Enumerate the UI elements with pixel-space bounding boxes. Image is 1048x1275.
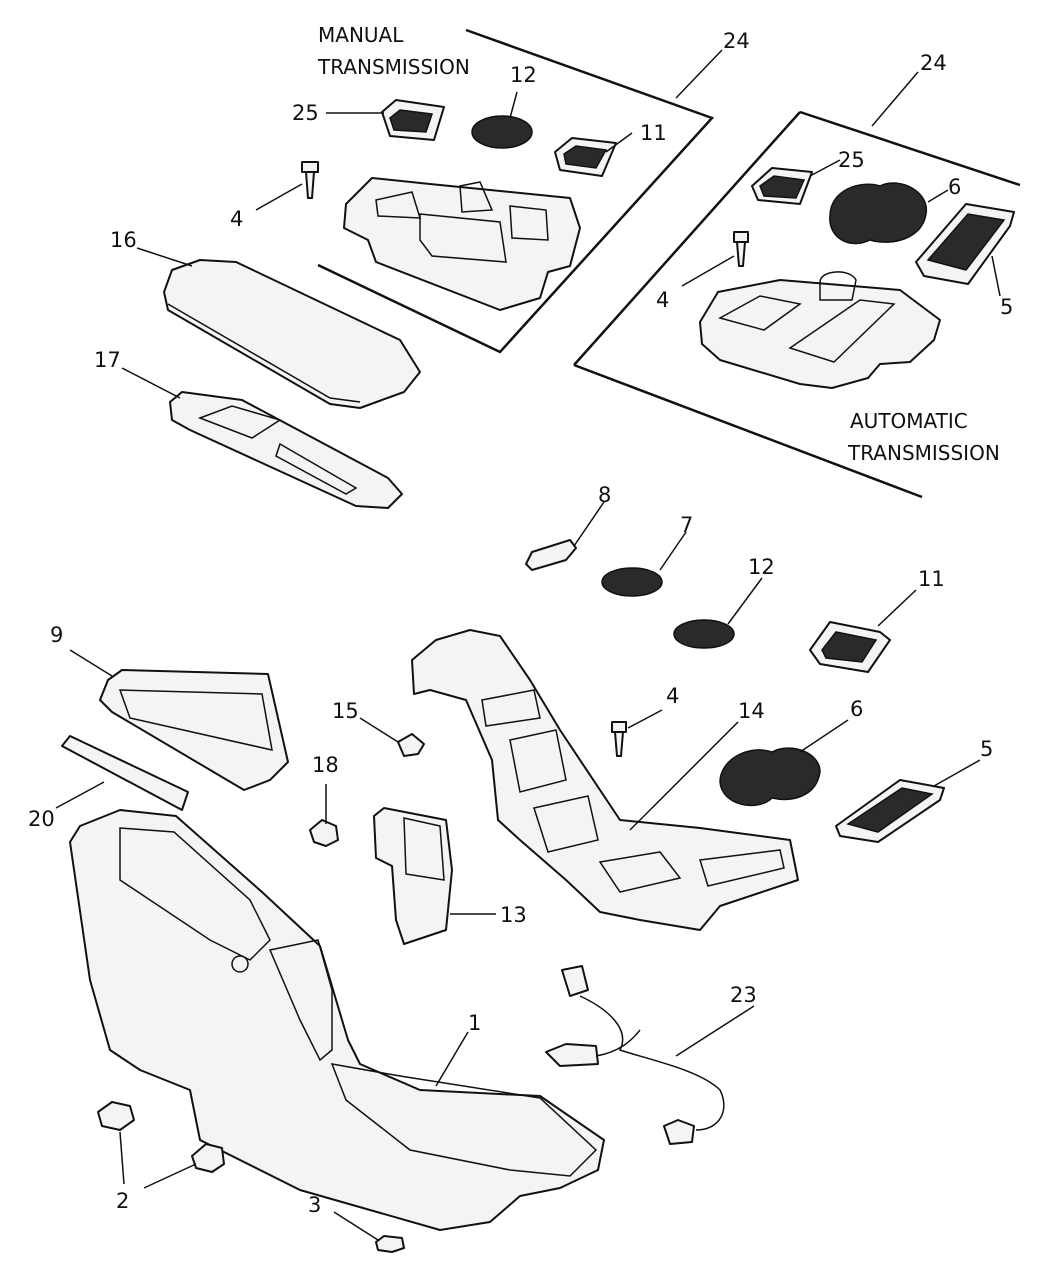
callout-4-manual-screw: 4 bbox=[230, 207, 243, 231]
part-18-socket bbox=[309, 819, 339, 847]
manual-heading-line1: MANUAL bbox=[318, 23, 404, 47]
part-2-clip-a bbox=[97, 1101, 135, 1131]
callout-2-clip: 2 bbox=[116, 1189, 129, 1213]
callout-12-cup-mat: 12 bbox=[748, 555, 775, 579]
part-2-clip-b bbox=[191, 1143, 225, 1173]
part-6-cup-mat bbox=[719, 747, 821, 807]
callout-11-tray-mat: 11 bbox=[918, 567, 945, 591]
part-12-cup-mat bbox=[673, 619, 735, 649]
automatic-transmission-frame bbox=[573, 110, 1021, 499]
callout-8-switch-bezel: 8 bbox=[598, 483, 611, 507]
automatic-heading-line1: AUTOMATIC bbox=[850, 409, 968, 433]
leader-lines bbox=[55, 49, 1001, 1241]
callout-17-hinge-plate: 17 bbox=[94, 348, 121, 372]
part-5-tray-mat bbox=[835, 779, 945, 843]
callout-3-clip: 3 bbox=[308, 1193, 321, 1217]
callout-4-auto-screw: 4 bbox=[656, 288, 669, 312]
automatic-heading-line2: TRANSMISSION bbox=[847, 441, 1000, 465]
part-5-tray-mat-auto bbox=[915, 203, 1015, 285]
part-25-bin-mat-auto bbox=[751, 167, 813, 205]
callout-18-socket: 18 bbox=[312, 753, 339, 777]
callout-7-cup-mat: 7 bbox=[680, 513, 693, 537]
part-7-cup-mat bbox=[601, 567, 663, 597]
callout-6-cup-mat: 6 bbox=[850, 697, 863, 721]
callout-numbers: 24 12 25 11 4 16 17 24 25 6 4 5 8 7 12 1… bbox=[28, 29, 1013, 1217]
callout-12-manual-cup-mat: 12 bbox=[510, 63, 537, 87]
part-4-screw bbox=[611, 721, 627, 757]
part-4-screw-manual bbox=[301, 161, 319, 199]
part-4-screw-auto bbox=[733, 231, 749, 267]
part-12-cup-mat-manual bbox=[471, 115, 533, 149]
callout-5-tray-mat: 5 bbox=[980, 737, 993, 761]
callout-5-auto-tray-mat: 5 bbox=[1000, 295, 1013, 319]
part-11-tray-mat-manual bbox=[554, 137, 617, 177]
callout-24-manual-bezel: 24 bbox=[723, 29, 750, 53]
part-24-bezel-manual bbox=[343, 177, 581, 311]
callout-25-manual-bin-mat: 25 bbox=[292, 101, 319, 125]
callout-24-auto-bezel: 24 bbox=[920, 51, 947, 75]
part-25-bin-mat-manual bbox=[381, 99, 445, 141]
manual-heading-line2: TRANSMISSION bbox=[317, 55, 470, 79]
manual-transmission-frame bbox=[317, 28, 715, 354]
callout-1-console-housing: 1 bbox=[468, 1011, 481, 1035]
callout-25-auto-bin-mat: 25 bbox=[838, 148, 865, 172]
callout-14-console-bracket: 14 bbox=[738, 699, 765, 723]
part-17-lid-hinge-plate bbox=[169, 391, 403, 509]
part-15-clip bbox=[397, 733, 425, 757]
part-8-switch-bezel bbox=[525, 539, 577, 571]
part-20-bracket bbox=[61, 735, 189, 811]
part-23-wiring-harness bbox=[545, 965, 725, 1145]
part-3-clip bbox=[375, 1235, 405, 1253]
callout-16-armrest-lid: 16 bbox=[110, 228, 137, 252]
part-24-bezel-auto bbox=[699, 271, 941, 389]
callout-4-screw: 4 bbox=[666, 684, 679, 708]
callout-11-manual-tray-mat: 11 bbox=[640, 121, 667, 145]
part-9-storage-bin bbox=[99, 669, 289, 791]
callout-15-clip: 15 bbox=[332, 699, 359, 723]
callout-20-bracket: 20 bbox=[28, 807, 55, 831]
callout-23-wiring-harness: 23 bbox=[730, 983, 757, 1007]
callout-13-support-bracket: 13 bbox=[500, 903, 527, 927]
callout-9-storage-bin: 9 bbox=[50, 623, 63, 647]
callout-6-auto-cup-mat: 6 bbox=[948, 175, 961, 199]
part-1-console-housing bbox=[69, 809, 605, 1231]
part-13-support-bracket bbox=[373, 807, 453, 945]
part-11-tray-mat bbox=[809, 621, 891, 673]
part-6-cup-mat-auto bbox=[829, 182, 927, 245]
part-16-armrest-lid bbox=[163, 259, 421, 409]
part-14-console-bracket bbox=[411, 629, 799, 931]
